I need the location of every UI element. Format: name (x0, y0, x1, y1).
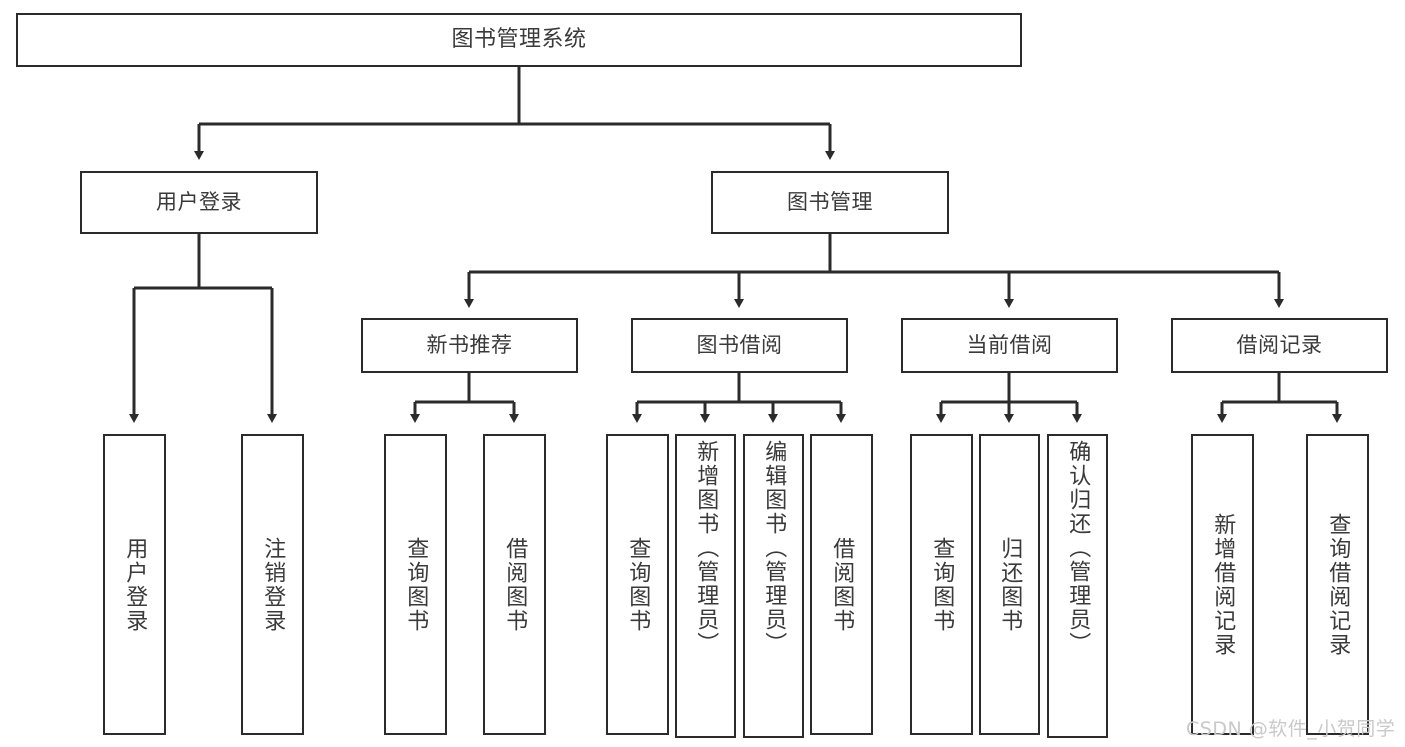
leaf-logout[interactable]: 注销登录 (241, 434, 304, 735)
leaf-edit-book-label: 编辑图书（管理员） (761, 440, 787, 656)
node-user-login-label: 用户登录 (156, 190, 242, 214)
leaf-edit-book[interactable]: 编辑图书（管理员） (743, 434, 804, 738)
leaf-query-book-3-label: 查询图书 (929, 536, 955, 633)
leaf-borrow-book-1-label: 借阅图书 (502, 536, 528, 633)
leaf-add-book[interactable]: 新增图书（管理员） (675, 434, 736, 738)
csdn-watermark: CSDN @软件_小贺同学 (1186, 718, 1396, 740)
leaf-query-book-3[interactable]: 查询图书 (910, 434, 973, 735)
leaf-add-record-label: 新增借阅记录 (1210, 512, 1236, 657)
leaf-confirm-return-label: 确认归还（管理员） (1065, 440, 1091, 656)
leaf-query-book-2[interactable]: 查询图书 (606, 434, 669, 735)
node-book-borrow-label: 图书借阅 (696, 333, 783, 357)
node-root-label: 图书管理系统 (451, 27, 587, 52)
node-borrow-record-label: 借阅记录 (1236, 333, 1323, 357)
node-book-borrow[interactable]: 图书借阅 (631, 318, 848, 373)
leaf-logout-label: 注销登录 (260, 536, 286, 633)
node-new-book-recommend-label: 新书推荐 (426, 333, 513, 357)
leaf-query-book-1-label: 查询图书 (403, 536, 429, 633)
leaf-return-book-label: 归还图书 (997, 536, 1023, 633)
leaf-borrow-book-2-label: 借阅图书 (829, 536, 855, 633)
node-current-borrow-label: 当前借阅 (966, 333, 1053, 357)
node-borrow-record[interactable]: 借阅记录 (1171, 318, 1388, 373)
leaf-query-book-2-label: 查询图书 (625, 536, 651, 633)
node-user-login[interactable]: 用户登录 (80, 171, 318, 234)
node-root[interactable]: 图书管理系统 (16, 13, 1022, 67)
leaf-user-login-label: 用户登录 (122, 536, 148, 633)
leaf-borrow-book-2[interactable]: 借阅图书 (810, 434, 873, 735)
leaf-borrow-book-1[interactable]: 借阅图书 (483, 434, 546, 735)
node-book-manage[interactable]: 图书管理 (711, 171, 949, 234)
leaf-add-record[interactable]: 新增借阅记录 (1191, 434, 1254, 735)
leaf-query-record-label: 查询借阅记录 (1325, 512, 1351, 657)
leaf-add-book-label: 新增图书（管理员） (693, 440, 719, 656)
leaf-confirm-return[interactable]: 确认归还（管理员） (1047, 434, 1108, 738)
leaf-user-login[interactable]: 用户登录 (103, 434, 166, 735)
node-book-manage-label: 图书管理 (787, 190, 873, 214)
leaf-query-record[interactable]: 查询借阅记录 (1306, 434, 1369, 735)
node-new-book-recommend[interactable]: 新书推荐 (361, 318, 578, 373)
leaf-return-book[interactable]: 归还图书 (979, 434, 1040, 735)
leaf-query-book-1[interactable]: 查询图书 (384, 434, 447, 735)
node-current-borrow[interactable]: 当前借阅 (901, 318, 1118, 373)
